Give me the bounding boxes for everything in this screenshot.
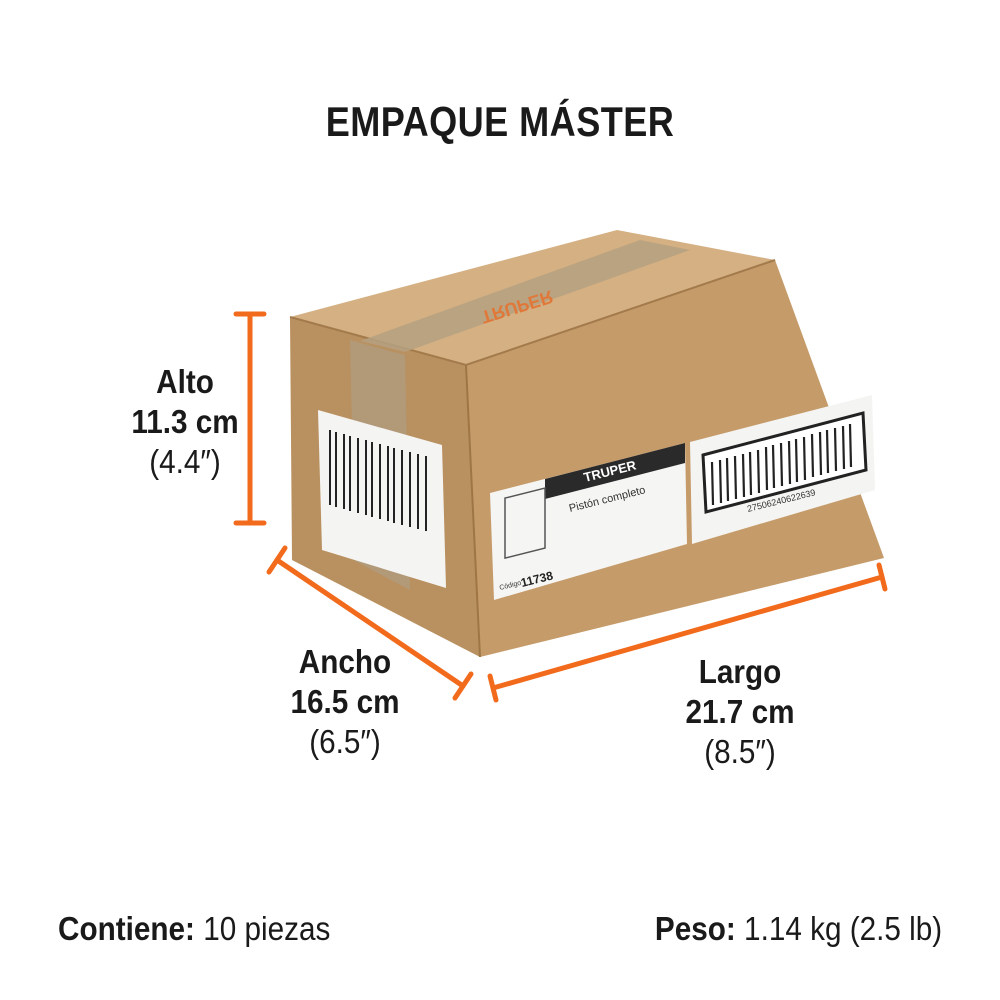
- contents-info: Contiene: 10 piezas: [58, 910, 330, 948]
- largo-dimension: Largo 21.7 cm (8.5″): [640, 652, 840, 772]
- largo-dimension-line: [490, 574, 885, 691]
- faucet-icon: [504, 487, 546, 560]
- dimension-lines: [233, 311, 888, 703]
- ancho-imperial: (6.5″): [309, 723, 381, 760]
- packing-tape-top: [360, 240, 690, 352]
- weight-info: Peso: 1.14 kg (2.5 lb): [655, 910, 942, 948]
- alto-imperial: (4.4″): [149, 443, 221, 480]
- page-title: EMPAQUE MÁSTER: [325, 98, 675, 145]
- side-barcode-bars: [329, 430, 427, 531]
- alto-metric: 11.3 cm: [131, 403, 239, 440]
- cardboard-box: TRUPER TRUPER Pistón completo Código 117…: [289, 230, 884, 658]
- ancho-dimension: Ancho 16.5 cm (6.5″): [245, 642, 445, 762]
- alto-dimension: Alto 11.3 cm (4.4″): [100, 362, 270, 482]
- peso-value: 1.14 kg (2.5 lb): [735, 910, 942, 947]
- peso-label: Peso:: [654, 910, 736, 947]
- ancho-label: Ancho: [298, 643, 392, 680]
- alto-label: Alto: [156, 363, 214, 400]
- largo-metric: 21.7 cm: [685, 693, 795, 730]
- ancho-dimension-line: [274, 557, 466, 689]
- largo-label: Largo: [698, 653, 782, 690]
- front-barcode-bars: [710, 423, 853, 506]
- product-label: [490, 443, 687, 600]
- product-label-header: [545, 443, 685, 499]
- largo-imperial: (8.5″): [704, 733, 776, 770]
- contiene-label: Contiene:: [58, 910, 195, 947]
- contiene-value: 10 piezas: [194, 910, 331, 947]
- ancho-metric: 16.5 cm: [290, 683, 400, 720]
